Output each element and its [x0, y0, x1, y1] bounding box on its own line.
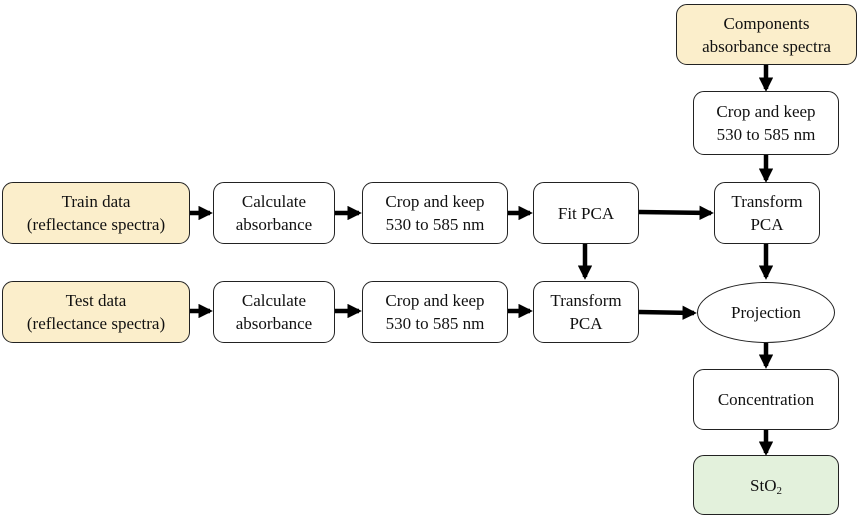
crop-components-line1: Crop and keep [716, 102, 816, 121]
transform-top-line2: PCA [750, 215, 784, 234]
components-line1: Components [723, 13, 810, 33]
concentration-label: Concentration [717, 390, 815, 409]
transform-pca-test-box: Transform PCA [533, 281, 639, 343]
calc-train-line2: absorbance [235, 215, 313, 234]
components-line2: absorbance spectra [702, 36, 831, 56]
train-data-box: Train data (reflectance spectra) [2, 182, 190, 244]
test-data-line2: (reflectance spectra) [26, 314, 166, 333]
train-data-line2: (reflectance spectra) [26, 215, 166, 234]
transform-top-line1: Transform [731, 192, 803, 211]
sto2-label: StO2 [750, 474, 782, 497]
transform-test-line1: Transform [550, 291, 622, 310]
projection-label: Projection [731, 303, 801, 322]
crop-test-line2: 530 to 585 nm [385, 314, 485, 333]
concentration-box: Concentration [693, 369, 839, 430]
test-data-line1: Test data [65, 291, 127, 310]
crop-train-line2: 530 to 585 nm [385, 215, 485, 234]
crop-test-box: Crop and keep 530 to 585 nm [362, 281, 508, 343]
projection-ellipse: Projection [697, 282, 835, 343]
sto2-subscript: 2 [776, 484, 782, 497]
calc-test-line1: Calculate [241, 291, 307, 310]
crop-components-line2: 530 to 585 nm [716, 125, 816, 144]
fit-pca-box: Fit PCA [533, 182, 639, 244]
transform-pca-top-box: Transform PCA [714, 182, 820, 244]
calc-test-line2: absorbance [235, 314, 313, 333]
components-spectra-box: Components absorbance spectra [676, 4, 857, 65]
test-data-box: Test data (reflectance spectra) [2, 281, 190, 343]
train-data-line1: Train data [61, 192, 131, 211]
arrow-fit-to-transform [638, 205, 714, 221]
fit-pca-label: Fit PCA [557, 203, 615, 223]
crop-train-line1: Crop and keep [385, 192, 485, 211]
transform-test-line2: PCA [569, 314, 603, 333]
crop-components-box: Crop and keep 530 to 585 nm [693, 91, 839, 155]
sto2-box: StO2 [693, 455, 839, 515]
crop-test-line1: Crop and keep [385, 291, 485, 310]
calculate-absorbance-train-box: Calculate absorbance [213, 182, 335, 244]
arrow-transform-test-to-projection [638, 305, 697, 320]
sto2-base: StO [750, 475, 777, 495]
crop-train-box: Crop and keep 530 to 585 nm [362, 182, 508, 244]
calculate-absorbance-test-box: Calculate absorbance [213, 281, 335, 343]
calc-train-line1: Calculate [241, 192, 307, 211]
